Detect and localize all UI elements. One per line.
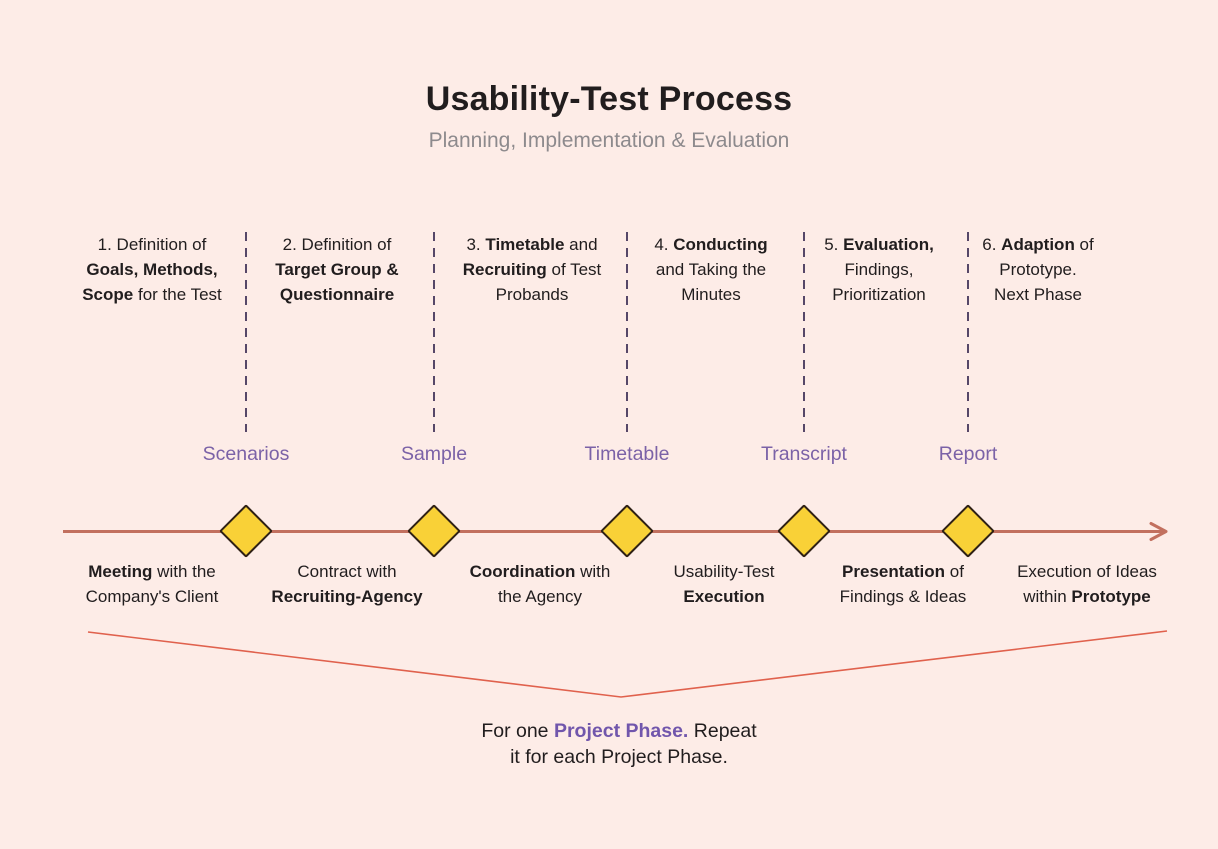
diagram-title: Usability-Test Process xyxy=(425,80,793,118)
text-segment: Goals, Methods, xyxy=(86,260,218,279)
text-segment: Project Phase. xyxy=(553,720,689,742)
text-segment: 6. xyxy=(982,235,1002,254)
milestone-diamond-icon xyxy=(777,504,831,558)
phase-separator-4 xyxy=(803,232,805,432)
text-segment: Findings, Prioritization xyxy=(832,260,926,304)
text-segment: for the Test xyxy=(133,285,222,304)
text-segment: 2. Definition of xyxy=(282,235,392,254)
text-segment: Repeat it for each Project Phase. xyxy=(510,720,757,768)
text-segment: 5. xyxy=(824,235,844,254)
text-segment: Conducting xyxy=(673,235,768,254)
text-segment: Meeting xyxy=(88,562,153,581)
text-segment: of Test Probands xyxy=(495,260,602,304)
text-segment: Execution xyxy=(683,587,765,606)
phase-description-4: 4. Conducting and Taking the Minutes xyxy=(611,232,811,307)
text-segment: of Prototype. Next Phase xyxy=(994,235,1094,304)
text-segment: Coordination xyxy=(469,562,576,581)
text-segment: and xyxy=(569,235,598,254)
text-segment: Recruiting-Agency xyxy=(271,587,423,606)
text-segment: Recruiting xyxy=(462,260,547,279)
phase-description-2: 2. Definition of Target Group & Question… xyxy=(237,232,437,307)
text-segment: 1. Definition of xyxy=(97,235,207,254)
deliverable-label-5: Presentation of Findings & Ideas xyxy=(791,559,1015,609)
text-segment: Timetable xyxy=(485,235,565,254)
deliverable-label-1: Meeting with the Company's Client xyxy=(40,559,264,609)
deliverable-label-3: Coordination with the Agency xyxy=(428,559,652,609)
text-segment: For one xyxy=(481,720,554,742)
phase-description-3: 3. Timetable and Recruiting of Test Prob… xyxy=(432,232,632,307)
milestone-label-3: Timetable xyxy=(584,443,670,465)
text-segment: Adaption xyxy=(1001,235,1075,254)
phase-separator-2 xyxy=(433,232,435,432)
text-segment: Execution of Ideas within xyxy=(1017,562,1157,606)
milestone-label-4: Transcript xyxy=(761,443,847,465)
phase-separator-5 xyxy=(967,232,969,432)
timeline-arrow-icon xyxy=(1149,522,1168,541)
text-segment: Scope xyxy=(82,285,134,304)
milestone-diamond-icon xyxy=(219,504,273,558)
milestone-label-2: Sample xyxy=(400,443,468,465)
text-segment: with the Company's Client xyxy=(85,562,219,606)
footnote: For one Project Phase. Repeat it for eac… xyxy=(379,718,859,770)
phase-description-5: 5. Evaluation, Findings, Prioritization xyxy=(779,232,979,307)
milestone-diamond-icon xyxy=(407,504,461,558)
project-phase-bracket xyxy=(87,630,1168,698)
text-segment: with the Agency xyxy=(497,562,611,606)
milestone-diamond-icon xyxy=(600,504,654,558)
milestone-diamond-icon xyxy=(941,504,995,558)
phase-description-6: 6. Adaption of Prototype. Next Phase xyxy=(938,232,1138,307)
phase-description-1: 1. Definition of Goals, Methods, Scope f… xyxy=(52,232,252,307)
phase-separator-1 xyxy=(245,232,247,432)
text-segment: 3. xyxy=(466,235,486,254)
deliverable-label-2: Contract with Recruiting-Agency xyxy=(235,559,459,609)
text-segment: Evaluation, xyxy=(843,235,934,254)
text-segment: Presentation xyxy=(842,562,946,581)
deliverable-label-6: Execution of Ideas within Prototype xyxy=(975,559,1199,609)
text-segment: 4. xyxy=(654,235,674,254)
text-segment: Target Group & Questionnaire xyxy=(275,260,399,304)
text-segment: and Taking the Minutes xyxy=(655,260,767,304)
text-segment: Prototype xyxy=(1071,587,1151,606)
deliverable-label-4: Usability-Test Execution xyxy=(612,559,836,609)
text-segment: Contract with xyxy=(297,562,397,581)
milestone-label-1: Scenarios xyxy=(202,443,290,465)
milestone-label-5: Report xyxy=(938,443,998,465)
diagram-subtitle: Planning, Implementation & Evaluation xyxy=(428,129,790,152)
text-segment: of Findings & Ideas xyxy=(839,562,967,606)
text-segment: Usability-Test xyxy=(673,562,775,581)
phase-separator-3 xyxy=(626,232,628,432)
